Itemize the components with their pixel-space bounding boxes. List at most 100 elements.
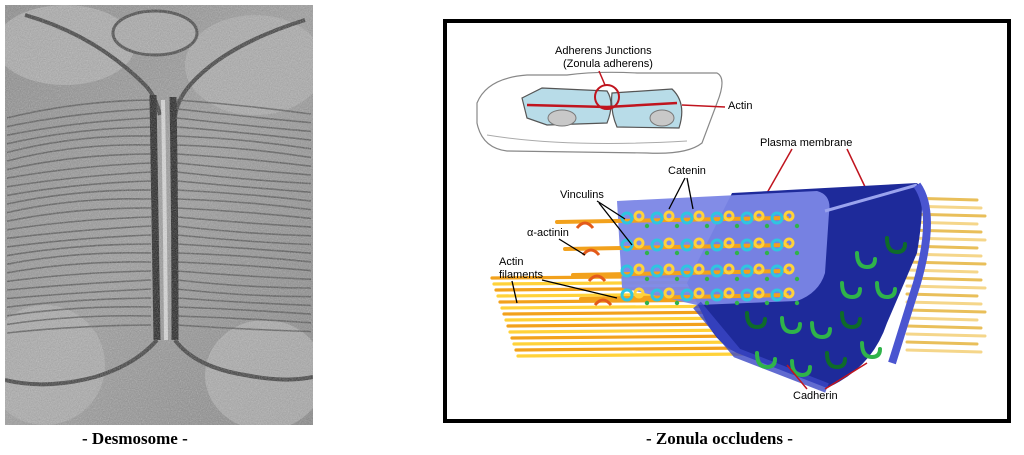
actin-filament [905, 332, 987, 338]
catenin-molecule [693, 263, 705, 275]
catenin-molecule [723, 263, 735, 275]
cadherin-molecule [825, 351, 847, 370]
cadherin-molecule [780, 316, 802, 335]
catenin-molecule [723, 287, 735, 299]
cadherin-molecule [790, 359, 812, 378]
alpha-actinin-molecule [575, 221, 595, 229]
linker-dot [764, 250, 770, 256]
catenin-molecule [783, 237, 795, 249]
linker-dot [764, 300, 770, 306]
linker-dot [764, 276, 770, 282]
actin-filament [514, 346, 749, 352]
vinculin-molecule [740, 238, 754, 252]
catenin-molecule [693, 210, 705, 222]
linker-dot [794, 276, 800, 282]
catenin-molecule [723, 210, 735, 222]
linker-dot [644, 300, 650, 306]
label-zonula-adherens: (Zonula adherens) [563, 58, 653, 70]
cadherin-molecule [745, 311, 767, 330]
actin-filament [905, 292, 979, 298]
actin-filament [905, 348, 983, 354]
vinculin-molecule [770, 211, 784, 225]
linker-dot [734, 276, 740, 282]
cadherin-group [745, 236, 907, 378]
vinculin-molecule [740, 264, 754, 278]
vinculin-molecule [770, 264, 784, 278]
linker-dot [704, 223, 710, 229]
junction-highlight-circle [594, 84, 620, 110]
actin-filament [905, 236, 987, 242]
linker-dot [734, 223, 740, 229]
micrograph-image [0, 5, 325, 430]
actin-filament [510, 334, 749, 340]
linker-dot [704, 300, 710, 306]
linker-dot [674, 250, 680, 256]
actin-filament [905, 252, 983, 258]
desmosome-caption: - Desmosome - [82, 429, 188, 448]
label-catenin: Catenin [668, 165, 706, 177]
vinculin-molecule [680, 211, 694, 225]
catenin-molecule [663, 287, 675, 299]
zonula-caption: - Zonula occludens - [646, 429, 793, 448]
linker-dot [674, 223, 680, 229]
linker-dot [734, 250, 740, 256]
catenin-molecule [663, 263, 675, 275]
catenin-molecule [693, 237, 705, 249]
alpha-actinin-molecule [593, 298, 613, 306]
vinculin-molecule [650, 238, 664, 252]
actin-filament [905, 300, 983, 306]
actin-filament [512, 340, 749, 346]
actin-filament [563, 243, 789, 251]
label-vinculins: Vinculins [560, 189, 604, 201]
catenin-molecule [753, 263, 765, 275]
vinculin-molecule [680, 238, 694, 252]
catenin-molecule [633, 263, 645, 275]
catenin-molecule [693, 287, 705, 299]
vinculin-molecule [740, 211, 754, 225]
zonula-diagram-frame: Adherens Junctions (Zonula adherens) Act… [443, 19, 1011, 423]
actin-filament [905, 316, 979, 322]
vinculin-molecule [650, 211, 664, 225]
catenin-molecule [783, 263, 795, 275]
label-actin-filaments-line1: Actin [499, 256, 523, 268]
vinculin-molecule [620, 264, 634, 278]
actin-filament [905, 324, 983, 330]
alpha-actinin-molecule [581, 248, 601, 256]
label-cadherin: Cadherin [793, 390, 838, 402]
linker-dot [644, 276, 650, 282]
vinculin-molecule [620, 211, 634, 225]
filament-complex [555, 210, 800, 306]
cadherin-molecule [755, 351, 777, 370]
catenin-molecule [633, 237, 645, 249]
catenin-molecule [783, 287, 795, 299]
vinculin-molecule [740, 288, 754, 302]
cadherin-molecule [840, 281, 862, 300]
vinculin-molecule [710, 264, 724, 278]
linker-dot [794, 250, 800, 256]
vinculin-molecule [710, 238, 724, 252]
linker-dot [704, 276, 710, 282]
label-plasma-membrane: Plasma membrane [760, 137, 852, 149]
linker-dot [704, 250, 710, 256]
cadherin-molecule [885, 236, 907, 255]
actin-filament [905, 244, 979, 250]
actin-filament [508, 328, 749, 334]
vinculin-molecule [620, 288, 634, 302]
linker-dot [644, 250, 650, 256]
linker-dot [674, 300, 680, 306]
cadherin-molecule [855, 251, 877, 270]
catenin-molecule [633, 287, 645, 299]
catenin-molecule [663, 210, 675, 222]
cadherin-molecule [810, 321, 832, 340]
linker-dot [794, 223, 800, 229]
alpha-actinin-molecule [587, 274, 607, 282]
cadherin-molecule [840, 311, 862, 330]
catenin-molecule [753, 287, 765, 299]
linker-dot [794, 300, 800, 306]
vinculin-molecule [770, 238, 784, 252]
vinculin-molecule [770, 288, 784, 302]
linker-dot [764, 223, 770, 229]
vinculin-molecule [680, 288, 694, 302]
cadherin-molecule [860, 341, 882, 360]
desmosome-micrograph [0, 5, 325, 430]
